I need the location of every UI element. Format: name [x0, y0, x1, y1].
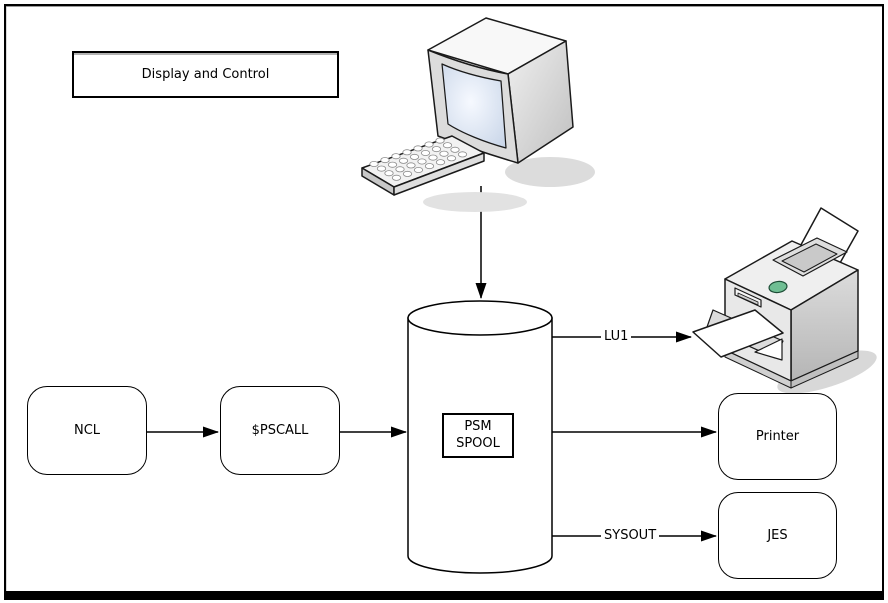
display-and-control-box: Display and Control [72, 51, 339, 98]
printer-device-icon [692, 207, 877, 394]
diagram-border-frame [4, 4, 884, 600]
node-printer: Printer [718, 393, 837, 480]
pscall-label: $PSCALL [251, 423, 309, 438]
lu1-edge-label: LU1 [601, 329, 632, 344]
node-pscall: $PSCALL [220, 386, 340, 475]
keyboard-keys [369, 137, 468, 181]
node-ncl: NCL [27, 386, 147, 475]
node-jes: JES [718, 492, 837, 579]
workstation-monitor-icon [361, 17, 595, 212]
display-and-control-label: Display and Control [141, 67, 270, 82]
psm-label: PSM [464, 418, 492, 434]
printer-label: Printer [755, 429, 800, 444]
printer-green-button [768, 280, 788, 294]
spool-label: SPOOL [456, 435, 500, 451]
ncl-label: NCL [73, 423, 101, 438]
psm-spool-box: PSM SPOOL [442, 413, 514, 458]
jes-label: JES [767, 528, 788, 543]
printer-output-paper [692, 309, 784, 358]
sysout-edge-label: SYSOUT [601, 528, 660, 543]
